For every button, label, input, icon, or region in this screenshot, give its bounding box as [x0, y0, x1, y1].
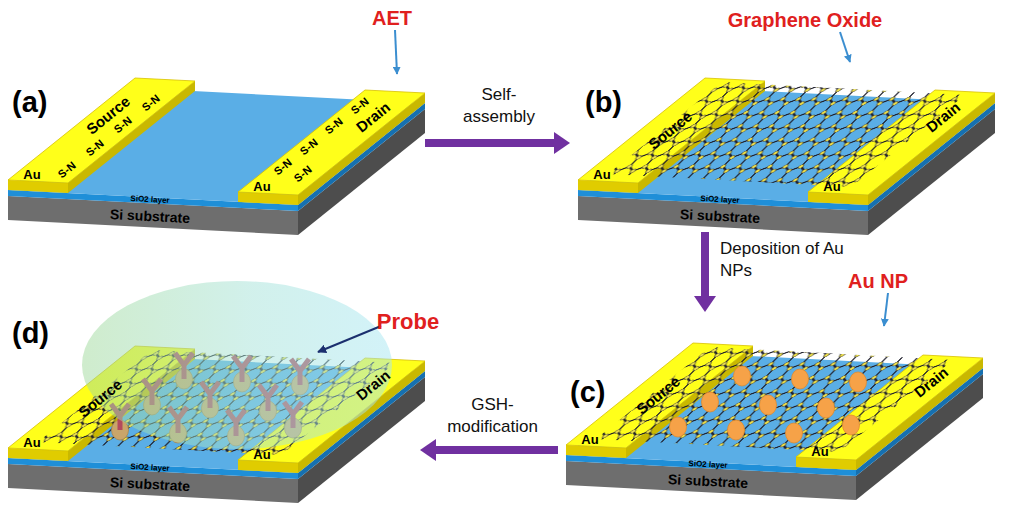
part-label: Si substrate [110, 207, 191, 225]
step-label: GSH-modification [440, 394, 545, 438]
part-label: Au [593, 168, 610, 181]
step-label: Deposition of Au NPs [720, 238, 845, 282]
process-arrow [701, 232, 709, 298]
panel: (c) [558, 312, 1024, 508]
graphene-sheet [596, 347, 953, 452]
panel-letter: (b) [585, 86, 622, 119]
panel-a-art [8, 78, 425, 235]
panel-c-art [566, 343, 983, 500]
process-arrow [425, 139, 556, 147]
part-label: Au [23, 168, 40, 181]
leader-arrow [840, 32, 850, 62]
device-slab [566, 343, 983, 500]
leader-arrow [884, 293, 888, 326]
part-label: Si substrate [668, 472, 749, 490]
sample-droplet [82, 281, 392, 449]
part-label: Si substrate [680, 207, 761, 225]
part-label: Si substrate [110, 475, 191, 493]
panel-d-art [8, 281, 425, 503]
graphene-sheet [608, 82, 965, 187]
panel-letter: (a) [12, 86, 47, 119]
process-arrow [434, 446, 558, 454]
panel-letter: (d) [12, 317, 49, 350]
callout-label: Graphene Oxide [728, 10, 883, 30]
panel: (d) [0, 255, 420, 508]
device-slab [8, 78, 425, 235]
callout-label: AET [372, 8, 412, 28]
callout-label: Probe [377, 311, 439, 333]
panel-b-art [578, 78, 995, 235]
callout-label: Au NP [848, 271, 908, 291]
part-label: Au [811, 445, 828, 458]
device-slab [578, 78, 995, 235]
part-label: Au [253, 448, 270, 461]
part-label: Au [823, 180, 840, 193]
part-label: Au [23, 436, 40, 449]
part-label: Au [581, 433, 598, 446]
panel-letter: (c) [570, 376, 605, 409]
part-label: Au [253, 180, 270, 193]
gold-nanoparticles [670, 366, 867, 443]
leader-arrow [318, 326, 381, 352]
step-label: Self-assembly [450, 84, 548, 128]
leader-arrow [395, 30, 397, 74]
